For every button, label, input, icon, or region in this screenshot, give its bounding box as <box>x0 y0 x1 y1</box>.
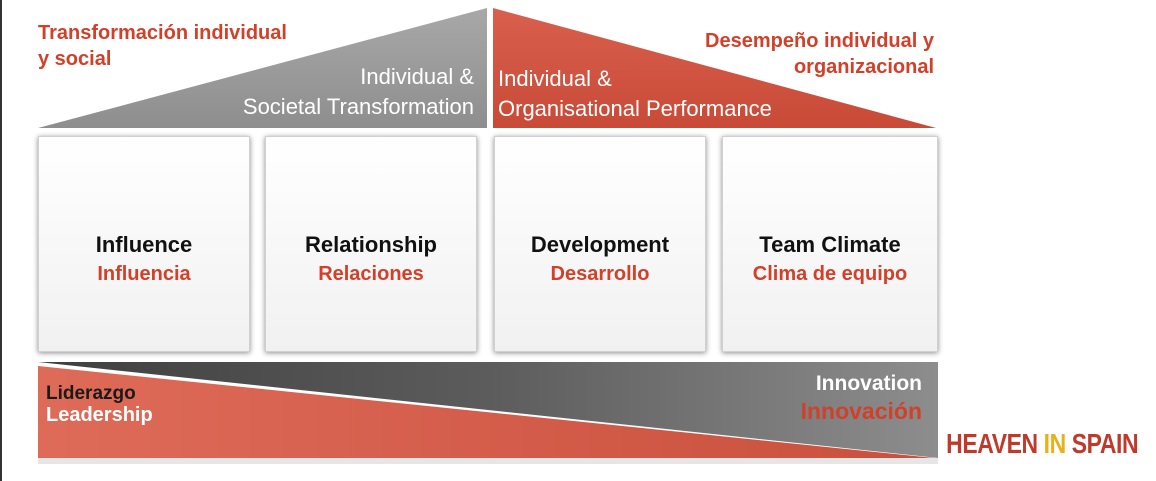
pillar-english-label: Team Climate <box>759 232 901 257</box>
pillar-english-label: Influence <box>95 232 193 257</box>
pillar-english-label: Development <box>530 232 670 257</box>
heaven-in-spain-logo: HEAVEN IN SPAIN <box>945 428 1138 459</box>
pillar-team-climate: Team Climate Clima de equipo <box>722 136 938 352</box>
roof-left-spanish-title: Transformación individual y social <box>38 22 287 70</box>
pillar-influence: Influence Influencia <box>38 136 250 352</box>
pillar-spanish-label: Relaciones <box>318 263 424 285</box>
base-gray-wedge <box>38 362 938 458</box>
roof-right-red <box>493 8 936 128</box>
pillar-spanish-label: Influencia <box>97 263 191 285</box>
base-left-spanish: Liderazgo <box>46 383 136 404</box>
pillar-spanish-label: Desarrollo <box>550 263 650 285</box>
roof-left-gray <box>38 8 487 128</box>
pillar-relationship: Relationship Relaciones <box>265 136 477 352</box>
pillar-spanish-label: Clima de equipo <box>752 263 908 285</box>
pillar-development: Development Desarrollo <box>494 136 706 352</box>
roof-right-spanish-title: Desempeño individual y organizacional <box>705 30 934 78</box>
left-border <box>0 0 2 481</box>
base-red-wedge <box>38 366 934 458</box>
base-left-english: Leadership <box>46 404 153 426</box>
base-right-english: Innovation <box>815 372 922 395</box>
pillar-english-label: Relationship <box>304 232 437 257</box>
roof-right-english-title: Individual & Organisational Performance <box>498 66 772 121</box>
roof-left-english-title: Individual & Societal Transformation <box>242 64 474 119</box>
base-right-spanish: Innovación <box>800 398 922 424</box>
